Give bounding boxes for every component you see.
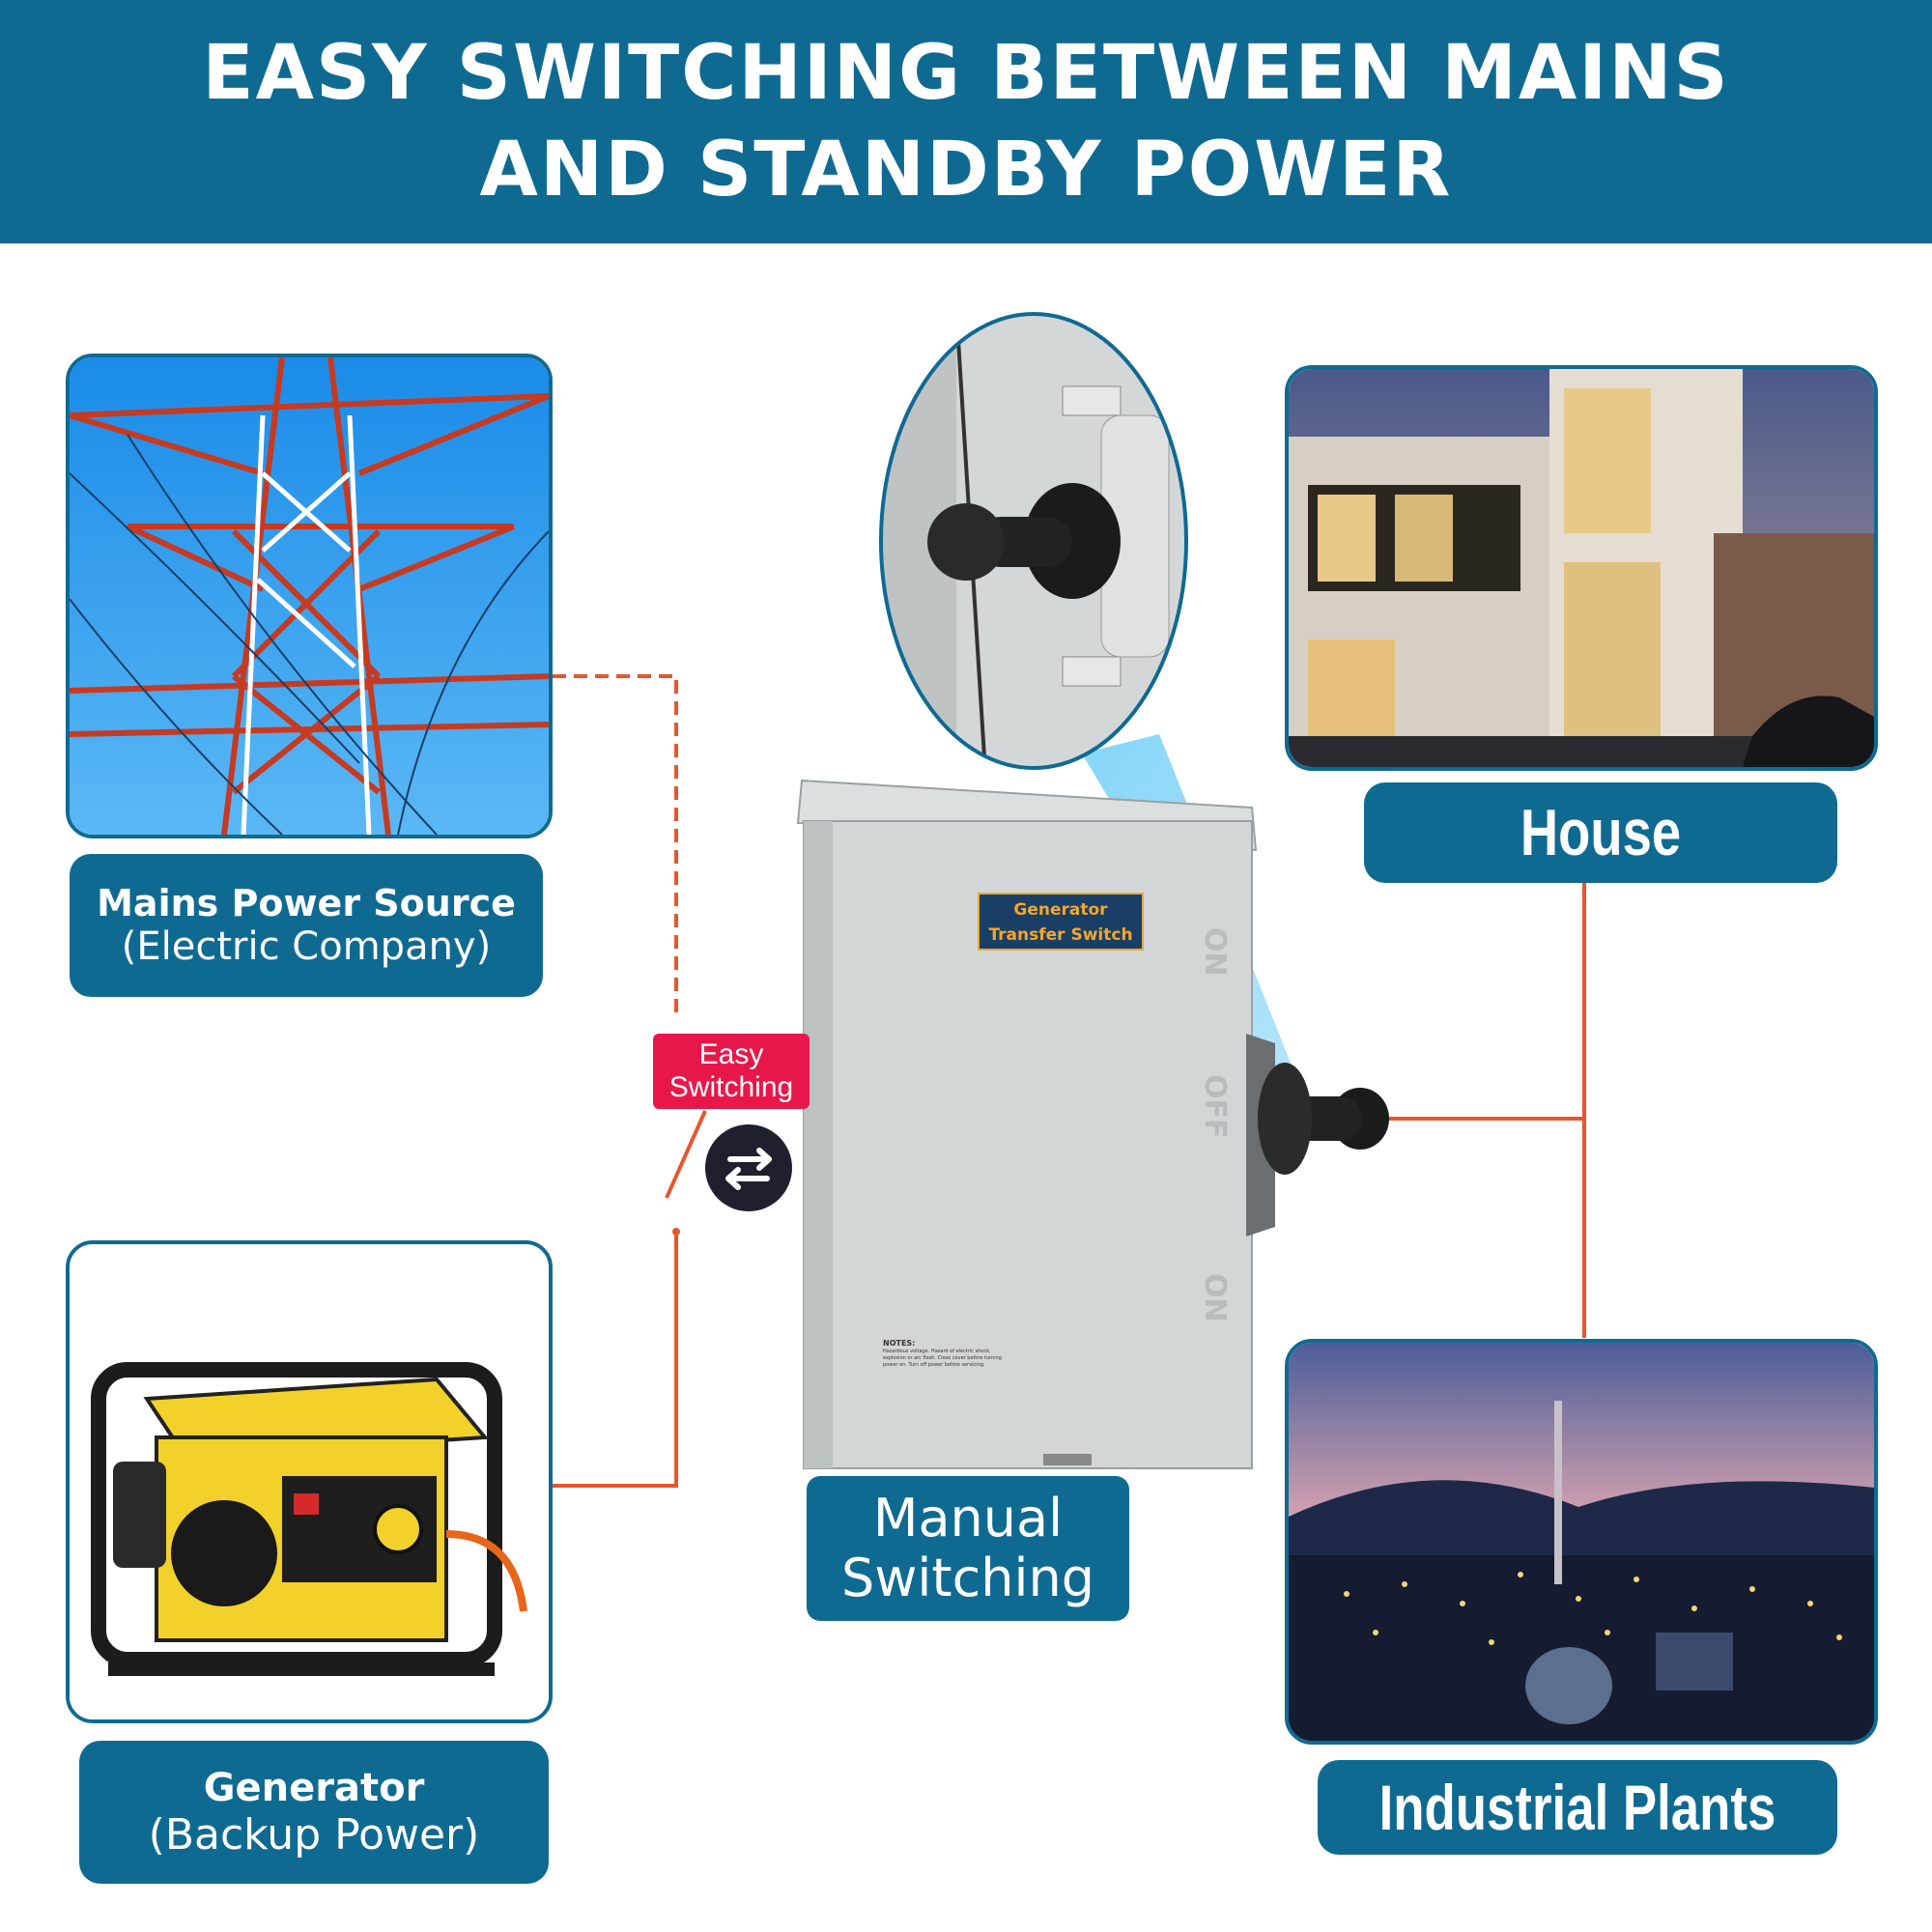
house-label: House	[1364, 782, 1837, 883]
house-image	[1289, 369, 1874, 767]
page-title-line-1: EASY SWITCHING BETWEEN MAINS	[202, 30, 1730, 117]
generator-label-line-2: (Backup Power)	[148, 1809, 480, 1860]
panel-mark-on-bottom: ON	[1198, 1273, 1232, 1322]
mains-wire	[553, 674, 678, 1019]
badge-line-2: Transfer Switch	[988, 925, 1133, 945]
generator-photo	[66, 1240, 553, 1723]
generator-image	[70, 1244, 549, 1719]
header-banner: EASY SWITCHING BETWEEN MAINS AND STANDBY…	[0, 0, 1932, 243]
badge-line-1: Generator	[1013, 900, 1108, 920]
mains-label-line-1: Mains Power Source	[97, 882, 516, 924]
industrial-image	[1289, 1343, 1874, 1741]
mains-power-label: Mains Power Source (Electric Company)	[70, 854, 543, 997]
industrial-photo	[1285, 1339, 1878, 1745]
easy-switching-badge: Easy Switching	[653, 1034, 810, 1109]
manual-label-line-1: Manual	[872, 1488, 1064, 1548]
industrial-label: Industrial Plants	[1318, 1760, 1837, 1855]
notes-title: NOTES:	[883, 1339, 916, 1348]
switch-lever	[665, 1110, 707, 1199]
manual-label-line-2: Switching	[840, 1548, 1095, 1608]
panel-mark-off: OFF	[1198, 1074, 1232, 1139]
house-label-text: House	[1520, 796, 1682, 869]
power-tower-image	[70, 357, 549, 835]
house-photo	[1285, 365, 1878, 771]
easy-switching-line-2: Switching	[668, 1071, 794, 1103]
mains-label-line-2: (Electric Company)	[121, 924, 492, 969]
easy-switching-line-1: Easy	[698, 1038, 764, 1070]
generator-wire	[553, 1232, 678, 1488]
generator-label: Generator (Backup Power)	[79, 1741, 549, 1884]
transfer-switch-badge: Generator Transfer Switch	[978, 893, 1144, 951]
manual-switching-label: Manual Switching	[807, 1476, 1129, 1621]
page-title-line-2: AND STANDBY POWER	[479, 127, 1453, 213]
swap-arrows-icon	[705, 1124, 792, 1211]
notes-text: Hazardous voltage. Hazard of electric sh…	[883, 1349, 1002, 1368]
generator-label-line-1: Generator	[203, 1765, 425, 1810]
panel-mark-on-top: ON	[1198, 927, 1232, 977]
industrial-label-text: Industrial Plants	[1378, 1772, 1776, 1843]
box-notes: NOTES: Hazardous voltage. Hazard of elec…	[883, 1339, 1009, 1387]
mains-power-photo	[66, 354, 553, 838]
